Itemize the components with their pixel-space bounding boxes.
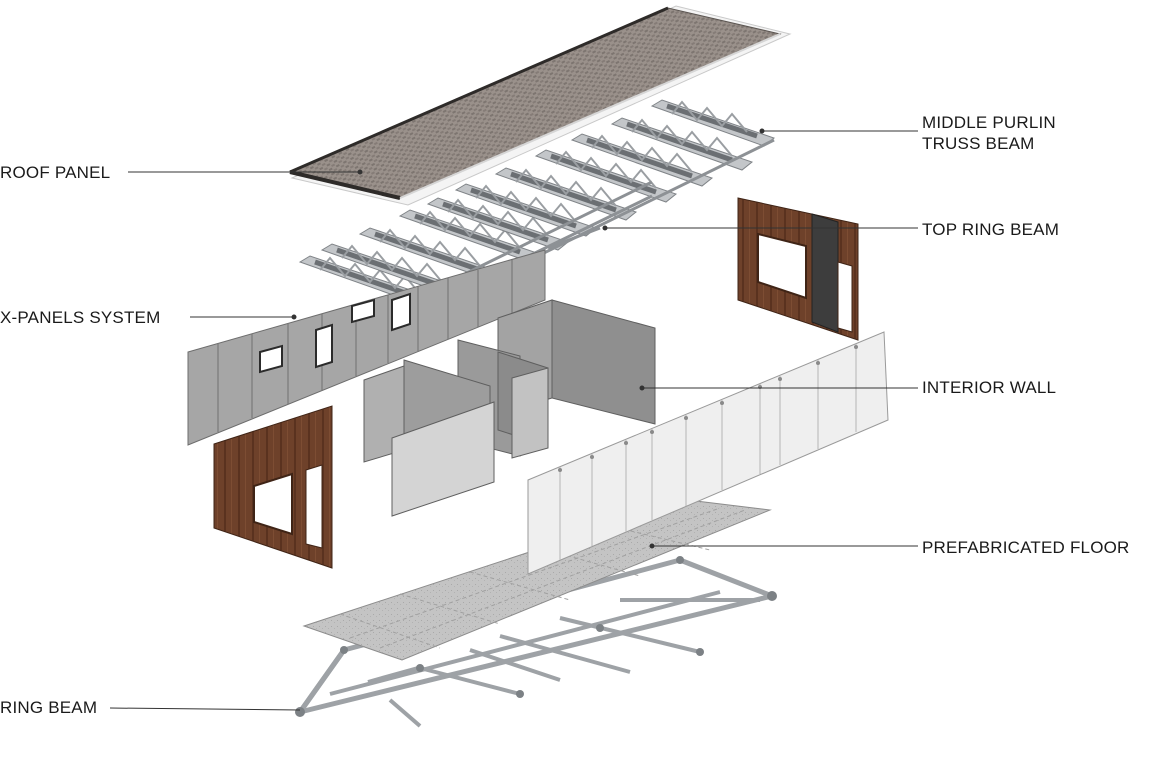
leader-lines: [109, 128, 918, 711]
truss-11: [650, 99, 776, 147]
label-top-ring-beam: TOP RING BEAM: [922, 220, 1060, 239]
label-ring-beam: RING BEAM: [0, 698, 98, 717]
x-panel-windows: [259, 292, 411, 374]
label-middle-purlin-line1: MIDDLE PURLIN: [922, 113, 1056, 132]
label-x-panels-system: X-PANELS SYSTEM: [0, 308, 161, 327]
wood-panel-front-left: [213, 405, 333, 569]
roof-panel-part: [288, 5, 792, 206]
interior-wall-part: [363, 299, 656, 517]
label-middle-purlin-truss-beam: MIDDLE PURLIN TRUSS BEAM: [922, 112, 1056, 154]
label-middle-purlin-line2: TRUSS BEAM: [922, 134, 1035, 153]
truss-10: [610, 117, 754, 171]
front-wall-panels: [527, 331, 889, 575]
label-prefabricated-floor: PREFABRICATED FLOOR: [922, 538, 1130, 557]
ring-beam-part: [295, 556, 777, 728]
truss-6: [454, 183, 598, 237]
label-interior-wall: INTERIOR WALL: [922, 378, 1057, 397]
wood-panel-back-right: [737, 197, 859, 341]
x-panels-system-part: [187, 249, 546, 446]
label-roof-panel: ROOF PANEL: [0, 163, 111, 182]
truss-9: [570, 133, 714, 187]
